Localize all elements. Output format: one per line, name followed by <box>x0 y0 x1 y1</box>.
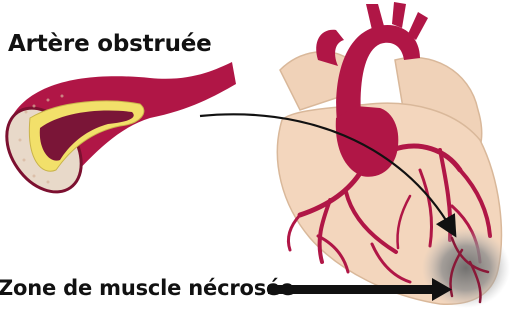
aorta-branch-3 <box>408 12 428 40</box>
necrosis-zone-label: Zone de muscle nécrosée <box>0 276 294 300</box>
aorta-branch-1 <box>366 4 384 30</box>
heart-illustration <box>277 2 510 308</box>
artery-label: Artère obstruée <box>8 31 212 57</box>
obstructed-artery-illustration <box>0 62 236 206</box>
aorta-branch-2 <box>392 2 406 28</box>
